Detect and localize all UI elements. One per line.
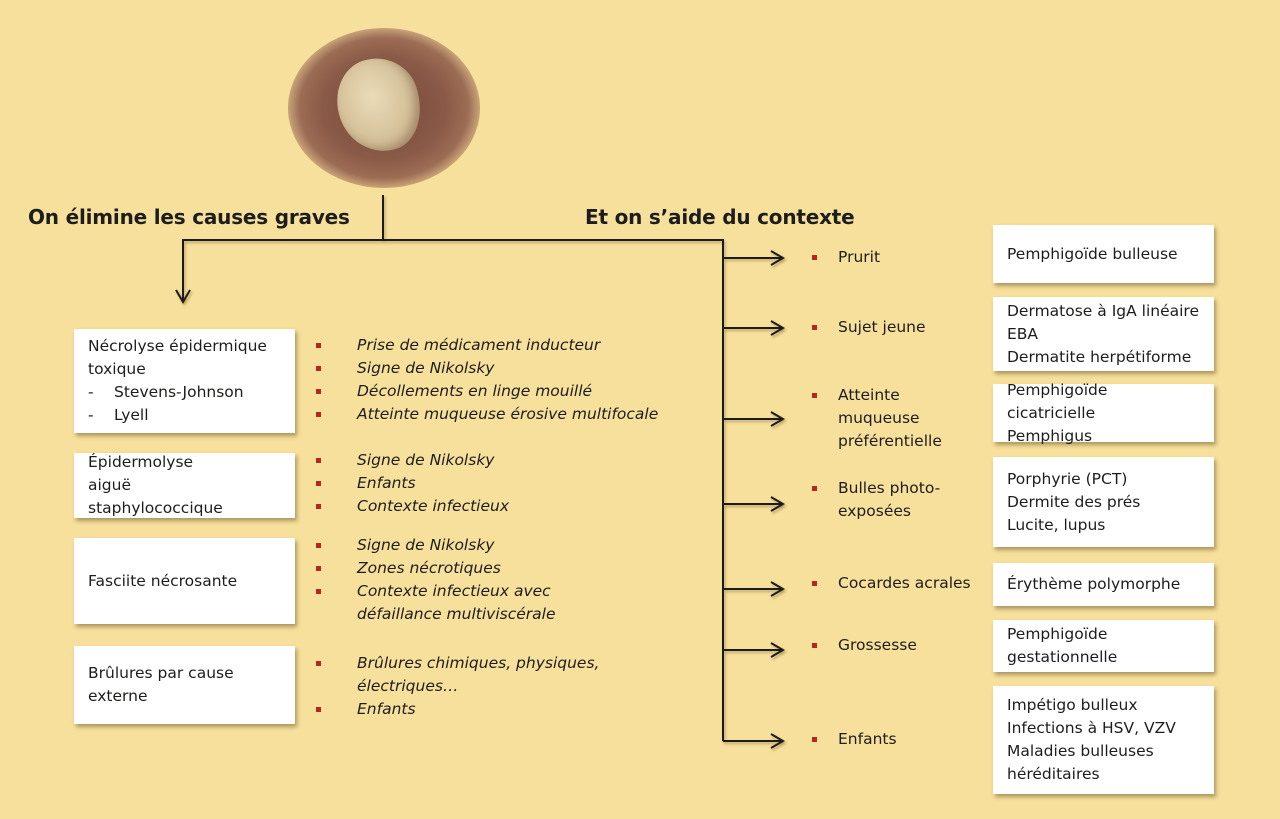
diagnosis-box-muqueuse: Pemphigoïde cicatricielle Pemphigus: [993, 381, 1214, 445]
sign-item: Enfants: [316, 472, 509, 495]
diagnosis-line: Maladies bulleuses héréditaires: [1007, 742, 1154, 783]
diagnosis-line: Dermite des prés: [1007, 492, 1141, 511]
context-item-cocardes: Cocardes acrales: [812, 572, 971, 595]
sign-item: Atteinte muqueuse érosive multifocale: [316, 403, 658, 426]
cause-title: Fasciite nécrosante: [88, 571, 238, 590]
sign-item: Signe de Nikolsky: [316, 357, 658, 380]
right-branch-line: [383, 239, 724, 741]
cause-signs-staph: Signe de Nikolsky Enfants Contexte infec…: [316, 449, 509, 518]
sign-item: Contexte infectieux: [316, 495, 509, 518]
left-heading: On élimine les causes graves: [28, 205, 350, 229]
cause-box-brulures: Brûlures par cause externe: [74, 646, 295, 724]
sign-item: Zones nécrotiques: [316, 557, 636, 580]
diagnosis-box-grossesse: Pemphigoïde gestationnelle: [993, 620, 1214, 672]
cause-box-fasciite: Fasciite nécrosante: [74, 538, 295, 624]
diagnosis-box-prurit: Pemphigoïde bulleuse: [993, 225, 1214, 283]
bullet-icon: [316, 589, 321, 594]
bullet-icon: [812, 643, 817, 648]
context-item-enfants: Enfants: [812, 728, 897, 751]
context-item-muqueuse: Atteinte muqueuse préférentielle: [812, 384, 962, 453]
cause-subitem: -Lyell: [88, 406, 149, 424]
diagnosis-box-photo: Porphyrie (PCT) Dermite des prés Lucite,…: [993, 457, 1214, 547]
context-arrows: [723, 250, 785, 749]
cause-title: Épidermolyse aiguë staphylococcique: [88, 453, 223, 517]
cause-title: Brûlures par cause externe: [88, 664, 234, 705]
context-item-sujet-jeune: Sujet jeune: [812, 316, 926, 339]
diagnosis-line: Pemphigus: [1007, 426, 1093, 445]
diagnosis-line: Pemphigoïde bulleuse: [1007, 244, 1178, 263]
right-heading: Et on s’aide du contexte: [585, 205, 855, 229]
sign-item: Contexte infectieux avec défaillance mul…: [316, 580, 636, 626]
bullet-icon: [316, 566, 321, 571]
cause-box-nect: Nécrolyse épidermique toxique -Stevens-J…: [74, 329, 295, 433]
sign-item: Signe de Nikolsky: [316, 534, 636, 557]
diagnosis-box-cocardes: Érythème polymorphe: [993, 563, 1214, 606]
diagnosis-line: Porphyrie (PCT): [1007, 469, 1128, 488]
context-item-grossesse: Grossesse: [812, 634, 917, 657]
bullet-icon: [812, 255, 817, 260]
cause-title: Nécrolyse épidermique toxique: [88, 337, 267, 378]
bullet-icon: [316, 343, 321, 348]
context-item-prurit: Prurit: [812, 246, 880, 269]
left-branch-line: [182, 239, 383, 302]
sign-item: Décollements en linge mouillé: [316, 380, 658, 403]
bullet-icon: [316, 412, 321, 417]
bullet-icon: [316, 661, 321, 666]
bullet-icon: [812, 325, 817, 330]
diagnosis-line: Pemphigoïde gestationnelle: [1007, 625, 1118, 666]
left-arrow-head: [175, 289, 191, 304]
bullet-icon: [316, 458, 321, 463]
diagnosis-box-sujet-jeune: Dermatose à IgA linéaire EBA Dermatite h…: [993, 297, 1214, 371]
bullet-icon: [316, 543, 321, 548]
bullet-icon: [812, 581, 817, 586]
diagnosis-line: Pemphigoïde cicatricielle: [1007, 380, 1108, 422]
diagnosis-line: Infections à HSV, VZV: [1007, 719, 1176, 737]
bullet-icon: [812, 737, 817, 742]
diagnosis-line: Dermatose à IgA linéaire: [1007, 301, 1199, 320]
bullet-icon: [316, 389, 321, 394]
context-item-photo: Bulles photo-exposées: [812, 477, 962, 523]
bullet-icon: [316, 707, 321, 712]
diagnosis-line: Lucite, lupus: [1007, 515, 1106, 534]
cause-subitem: -Stevens-Johnson: [88, 383, 244, 401]
diagnosis-line: EBA: [1007, 324, 1039, 343]
diagnosis-line: Impétigo bulleux: [1007, 696, 1138, 714]
diagnosis-line: Dermatite herpétiforme: [1007, 347, 1192, 366]
cause-box-staph: Épidermolyse aiguë staphylococcique: [74, 453, 295, 518]
bullet-icon: [316, 504, 321, 509]
bullet-icon: [316, 366, 321, 371]
cause-signs-fasciite: Signe de Nikolsky Zones nécrotiques Cont…: [316, 534, 636, 626]
sign-item: Prise de médicament inducteur: [316, 334, 658, 357]
bullet-icon: [316, 481, 321, 486]
cause-signs-nect: Prise de médicament inducteur Signe de N…: [316, 334, 658, 426]
bullet-icon: [812, 486, 817, 491]
sign-item: Signe de Nikolsky: [316, 449, 509, 472]
diagnosis-box-enfants: Impétigo bulleux Infections à HSV, VZV M…: [993, 686, 1214, 794]
diagnosis-line: Érythème polymorphe: [1007, 575, 1181, 593]
sign-item: Brûlures chimiques, physiques, électriqu…: [316, 652, 616, 698]
sign-item: Enfants: [316, 698, 616, 721]
bullet-icon: [812, 393, 817, 398]
cause-signs-brulures: Brûlures chimiques, physiques, électriqu…: [316, 652, 616, 721]
